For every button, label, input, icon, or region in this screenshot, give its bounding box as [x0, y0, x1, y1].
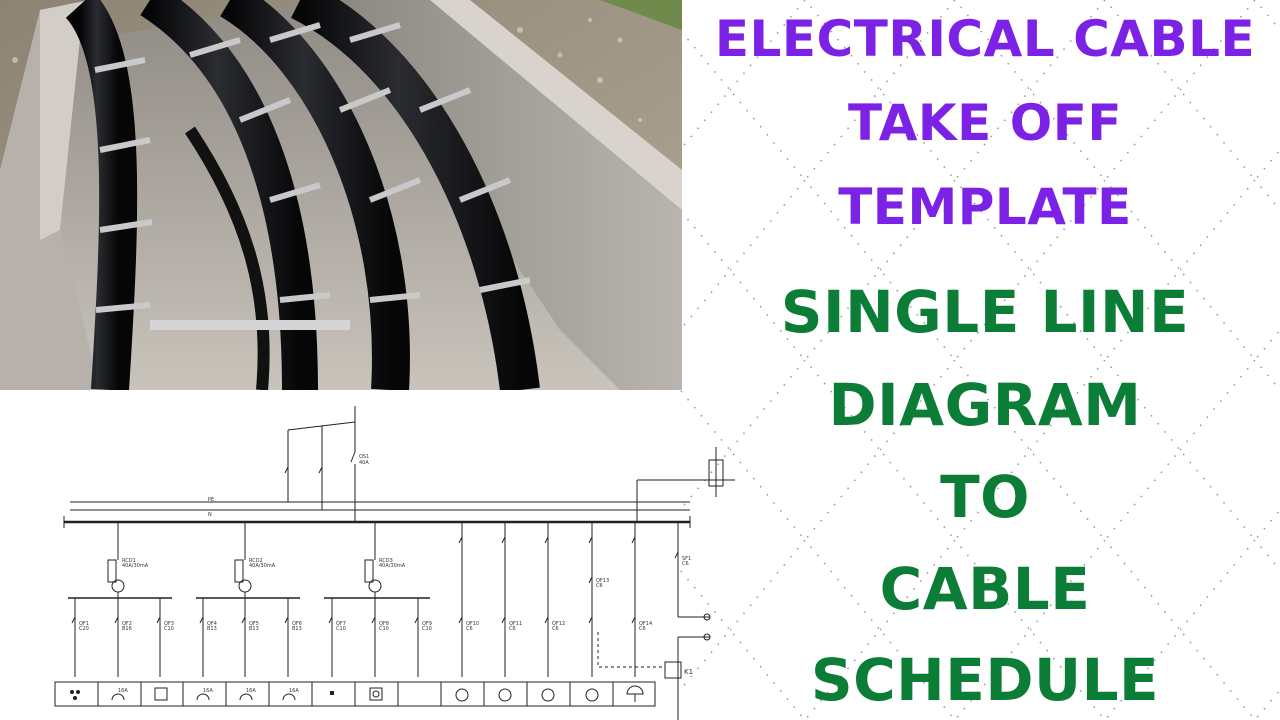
breaker-label: QF2 [122, 621, 132, 627]
aux-breaker-label: SF1 [682, 556, 691, 562]
breaker-rating: C6 [509, 626, 516, 632]
breaker-rating: C6 [639, 626, 646, 632]
breaker-label: QF8 [379, 621, 389, 627]
breaker-rating: C10 [164, 626, 174, 632]
breaker-label: QF9 [422, 621, 432, 627]
subheadline-line-1: SINGLE LINE [780, 278, 1190, 346]
breaker-label: QF1 [79, 621, 89, 627]
main-breaker-rating: 40A [359, 460, 369, 466]
breaker-rating: B13 [292, 626, 302, 632]
pe-label: PE [208, 497, 214, 503]
load-label: 16A [203, 688, 213, 694]
subheadline-line-3: TO [940, 463, 1030, 531]
headline-line-2: TAKE OFF [847, 94, 1123, 152]
load-label: 16A [118, 688, 128, 694]
n-label: N [208, 512, 212, 518]
rcd-label: RCD3 [379, 558, 393, 564]
breaker-rating: C10 [422, 626, 432, 632]
breaker-label: QF3 [164, 621, 174, 627]
breaker-label: QF7 [336, 621, 346, 627]
rcd-label: RCD2 [249, 558, 263, 564]
breaker-label: QF10 [466, 621, 479, 627]
breaker-rating: B16 [122, 626, 132, 632]
breaker-rating: B13 [207, 626, 217, 632]
breaker-label: QF14 [639, 621, 652, 627]
single-line-diagram: QS1 40A PE N RCD1 40A/30mA RCD2 40A/30mA… [54, 406, 735, 720]
dotted-lattice-background [680, 0, 1280, 720]
contactor-label: K1 [684, 668, 693, 676]
breaker-label: QF6 [292, 621, 302, 627]
load-label: 16A [246, 688, 256, 694]
breaker-label: QF13 [596, 578, 609, 584]
breaker-label: QF4 [207, 621, 217, 627]
breaker-rating: C6 [596, 583, 603, 589]
cable-trench-photo [0, 0, 682, 390]
rcd-rating: 40A/30mA [122, 563, 149, 569]
breaker-rating: C6 [466, 626, 473, 632]
breaker-rating: C6 [552, 626, 559, 632]
breaker-label: QF5 [249, 621, 259, 627]
breaker-rating: B13 [249, 626, 259, 632]
rcd-label: RCD1 [122, 558, 136, 564]
breaker-label: QF11 [509, 621, 522, 627]
breaker-rating: C10 [379, 626, 389, 632]
headline-line-1: ELECTRICAL CABLE [714, 10, 1256, 68]
subheadline-line-5: SCHEDULE [810, 646, 1160, 714]
load-label: 16A [289, 688, 299, 694]
main-breaker-label: QS1 [359, 454, 369, 460]
aux-breaker-rating: C6 [682, 561, 689, 567]
headline-line-3: TEMPLATE [838, 178, 1132, 236]
breaker-label: QF12 [552, 621, 565, 627]
breaker-rating: C10 [336, 626, 346, 632]
rcd-rating: 40A/30mA [379, 563, 406, 569]
breaker-rating: C20 [79, 626, 89, 632]
subheadline-line-4: CABLE [879, 555, 1091, 623]
rcd-rating: 40A/30mA [249, 563, 276, 569]
subheadline-line-2: DIAGRAM [828, 371, 1142, 439]
